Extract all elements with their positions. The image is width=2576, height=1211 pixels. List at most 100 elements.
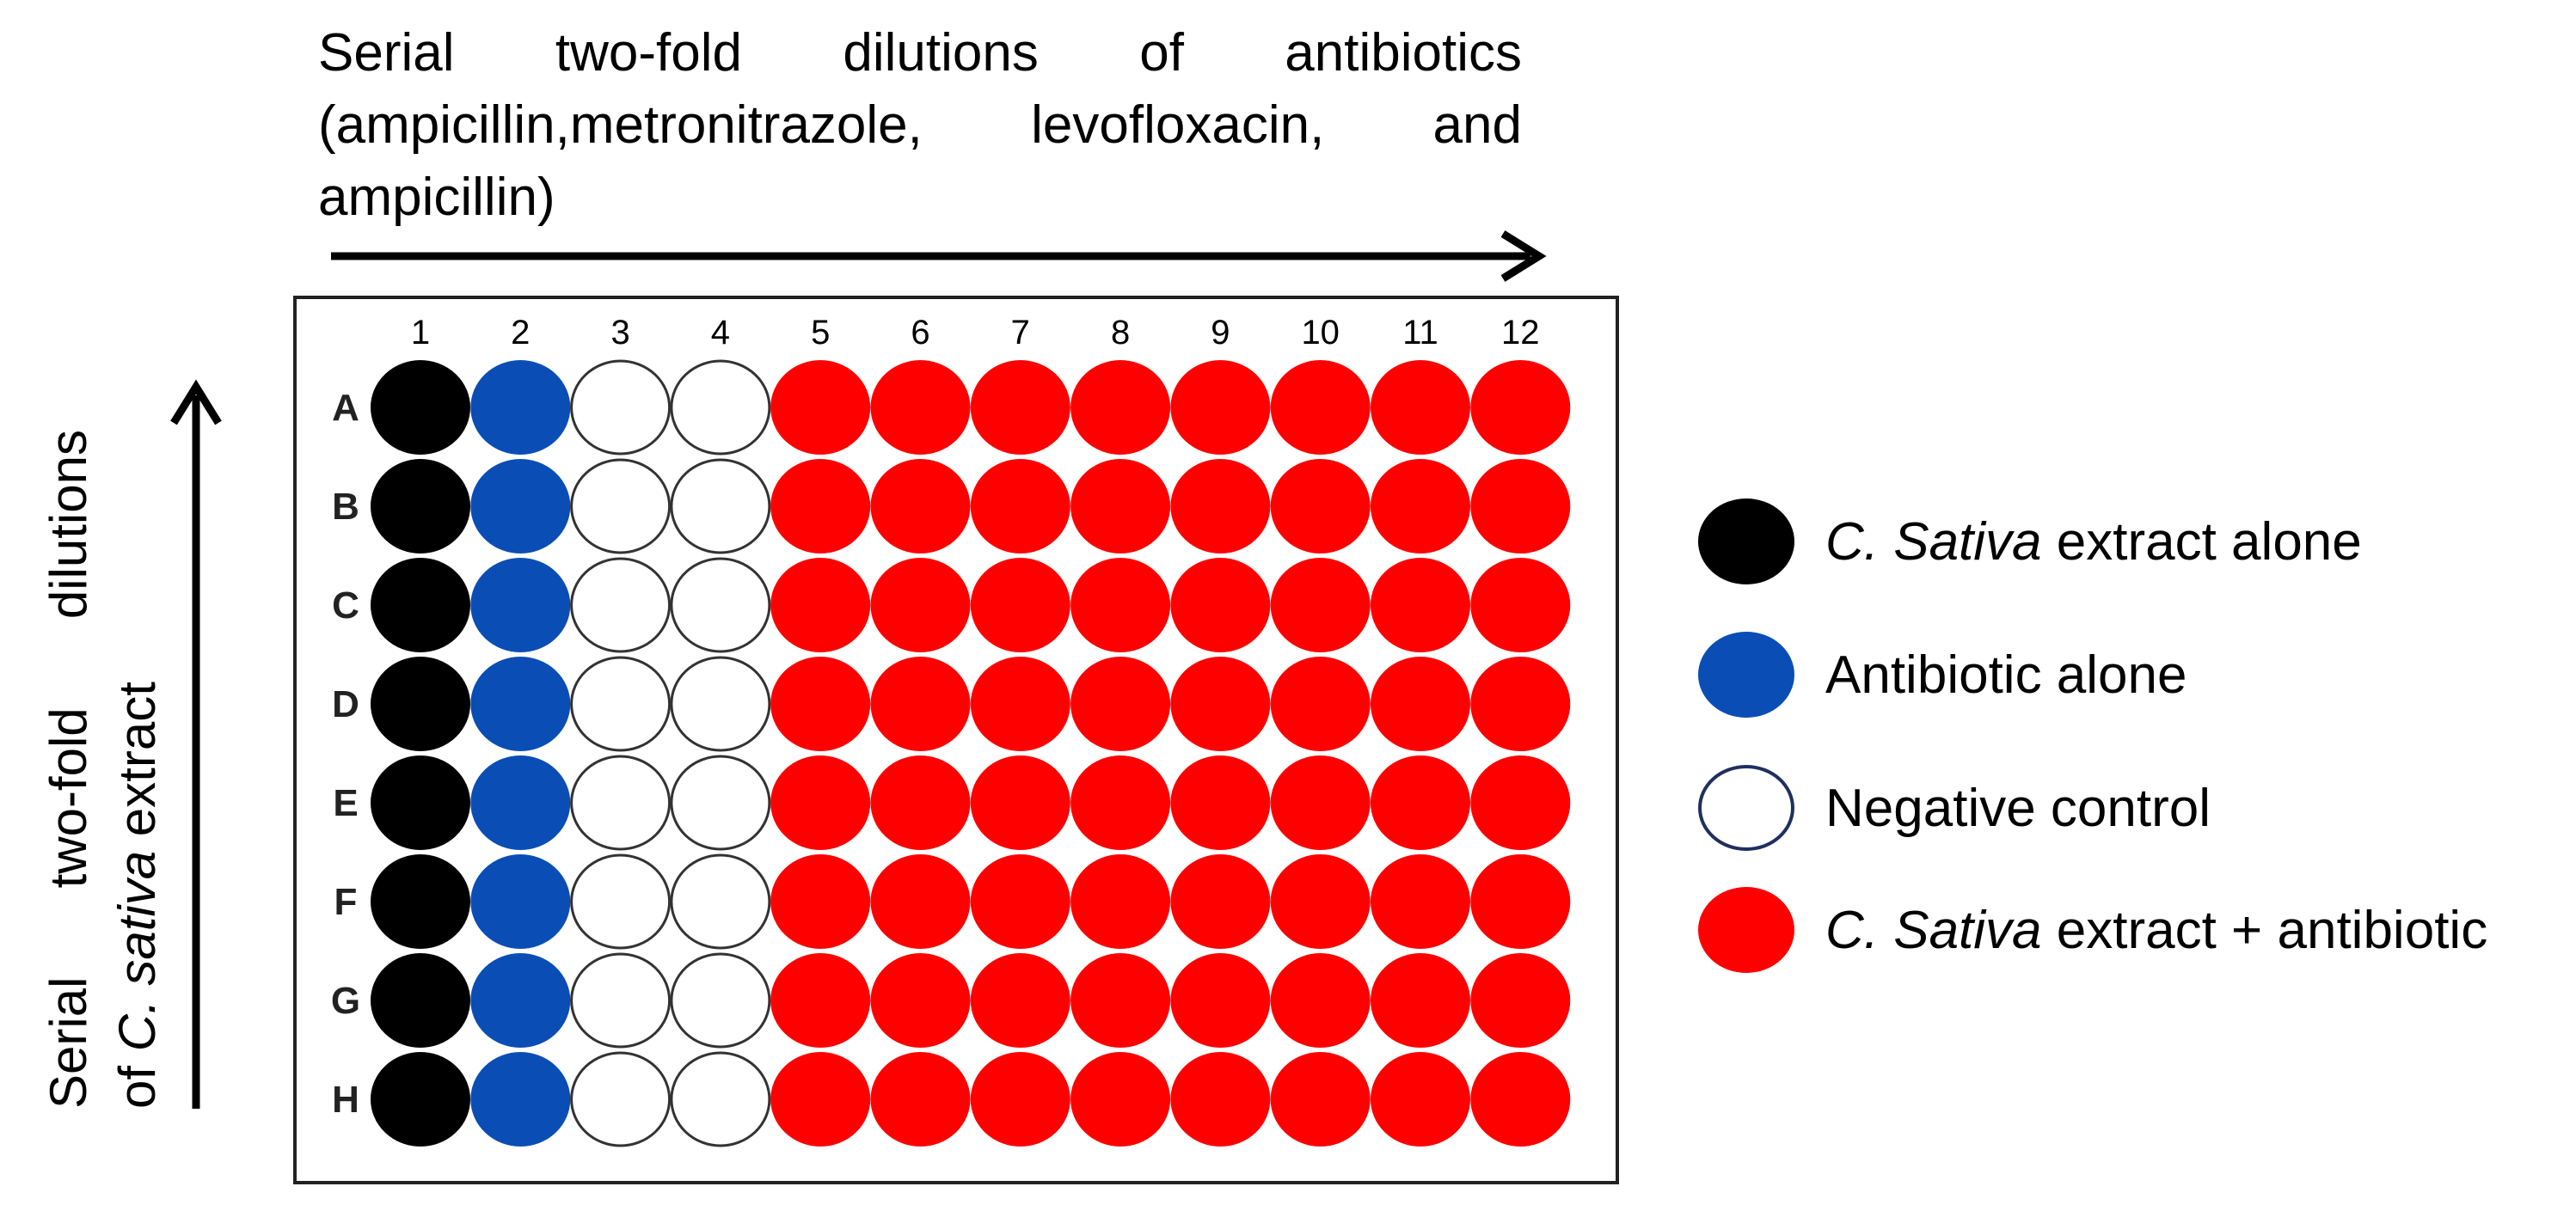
well-G7 (970, 953, 1070, 1048)
legend-swatch-extract (1698, 498, 1794, 584)
well-G11 (1371, 953, 1470, 1048)
top-arrow-head-icon (1500, 230, 1547, 282)
column-label-5: 5 (811, 314, 830, 352)
well-H12 (1470, 1052, 1571, 1147)
well-H2 (470, 1052, 571, 1147)
well-F10 (1270, 854, 1371, 949)
well-F1 (371, 854, 470, 949)
well-A7 (970, 360, 1070, 455)
well-H4 (670, 1051, 771, 1147)
well-E6 (870, 755, 971, 850)
well-G1 (371, 953, 470, 1048)
wells (371, 359, 1571, 1147)
well-G8 (1070, 953, 1171, 1048)
well-A2 (470, 360, 571, 455)
top-caption-line-3: ampicillin) (318, 168, 555, 227)
well-A4 (670, 359, 771, 456)
well-E1 (371, 755, 470, 850)
well-H5 (770, 1052, 871, 1147)
well-B7 (970, 459, 1070, 554)
legend-label-combo: C. Sativa extract + antibiotic (1825, 900, 2487, 961)
well-H1 (371, 1052, 470, 1147)
column-label-3: 3 (610, 314, 629, 352)
well-F5 (770, 854, 871, 949)
well-G6 (870, 953, 971, 1048)
column-label-11: 11 (1402, 314, 1438, 352)
legend-item-extract: C. Sativa extract alone (1698, 494, 2362, 589)
well-D9 (1170, 657, 1271, 751)
well-E11 (1371, 755, 1470, 850)
well-C7 (970, 558, 1070, 652)
well-B3 (570, 458, 672, 554)
well-A10 (1270, 360, 1371, 455)
well-H9 (1170, 1052, 1271, 1147)
column-label-1: 1 (411, 314, 430, 352)
well-C1 (371, 558, 470, 652)
well-E5 (770, 755, 871, 850)
well-A5 (770, 360, 871, 455)
well-C12 (1470, 558, 1571, 652)
well-A8 (1070, 360, 1171, 455)
well-F12 (1470, 854, 1571, 949)
well-G12 (1470, 953, 1571, 1048)
well-C10 (1270, 558, 1371, 652)
well-D8 (1070, 657, 1171, 751)
well-C3 (570, 557, 672, 653)
well-C4 (670, 557, 771, 653)
top-axis-caption: Serial two-fold dilutions of antibiotics… (318, 17, 1522, 234)
column-label-7: 7 (1011, 314, 1030, 352)
well-B9 (1170, 459, 1271, 554)
column-label-6: 6 (911, 314, 929, 352)
well-A11 (1371, 360, 1470, 455)
left-arrow (170, 379, 222, 1109)
well-C8 (1070, 558, 1171, 652)
well-E10 (1270, 755, 1371, 850)
well-G5 (770, 953, 871, 1048)
well-B4 (670, 458, 771, 554)
column-label-10: 10 (1301, 314, 1340, 352)
well-D10 (1270, 657, 1371, 751)
legend-label-negative: Negative control (1825, 778, 2211, 839)
well-E4 (670, 755, 771, 851)
row-label-B: B (332, 486, 359, 528)
well-C2 (470, 558, 571, 652)
legend-label-species: C. Sativa (1825, 900, 2042, 960)
legend-label-text: Negative control (1825, 778, 2211, 838)
legend-swatch-combo (1698, 887, 1794, 973)
well-A9 (1170, 360, 1271, 455)
well-H8 (1070, 1052, 1171, 1147)
well-A3 (570, 359, 672, 456)
well-E9 (1170, 755, 1271, 850)
legend-label-extract: C. Sativa extract alone (1825, 511, 2362, 572)
column-label-4: 4 (711, 314, 730, 352)
column-label-9: 9 (1211, 314, 1230, 352)
legend-label-species: C. Sativa (1825, 511, 2042, 572)
well-E3 (570, 755, 672, 851)
well-D3 (570, 656, 672, 752)
legend-label-text: extract + antibiotic (2041, 900, 2488, 960)
legend-swatch-antibiotic (1698, 632, 1794, 718)
well-B12 (1470, 459, 1571, 554)
well-F8 (1070, 854, 1171, 949)
well-B6 (870, 459, 971, 554)
well-E8 (1070, 755, 1171, 850)
well-H11 (1371, 1052, 1470, 1147)
row-label-G: G (331, 980, 360, 1022)
well-F7 (970, 854, 1070, 949)
well-G10 (1270, 953, 1371, 1048)
well-D12 (1470, 657, 1571, 751)
well-F11 (1371, 854, 1470, 949)
well-E2 (470, 755, 571, 850)
well-H7 (970, 1052, 1070, 1147)
row-label-D: D (332, 683, 359, 725)
top-caption-line-1: Serial two-fold dilutions of antibiotics (318, 23, 1522, 83)
well-A1 (371, 360, 470, 455)
well-G9 (1170, 953, 1271, 1048)
well-B11 (1371, 459, 1470, 554)
legend-item-combo: C. Sativa extract + antibiotic (1698, 883, 2487, 977)
legend-item-negative: Negative control (1698, 761, 2211, 855)
column-label-12: 12 (1501, 314, 1540, 352)
well-G3 (570, 952, 672, 1049)
well-B2 (470, 459, 571, 554)
